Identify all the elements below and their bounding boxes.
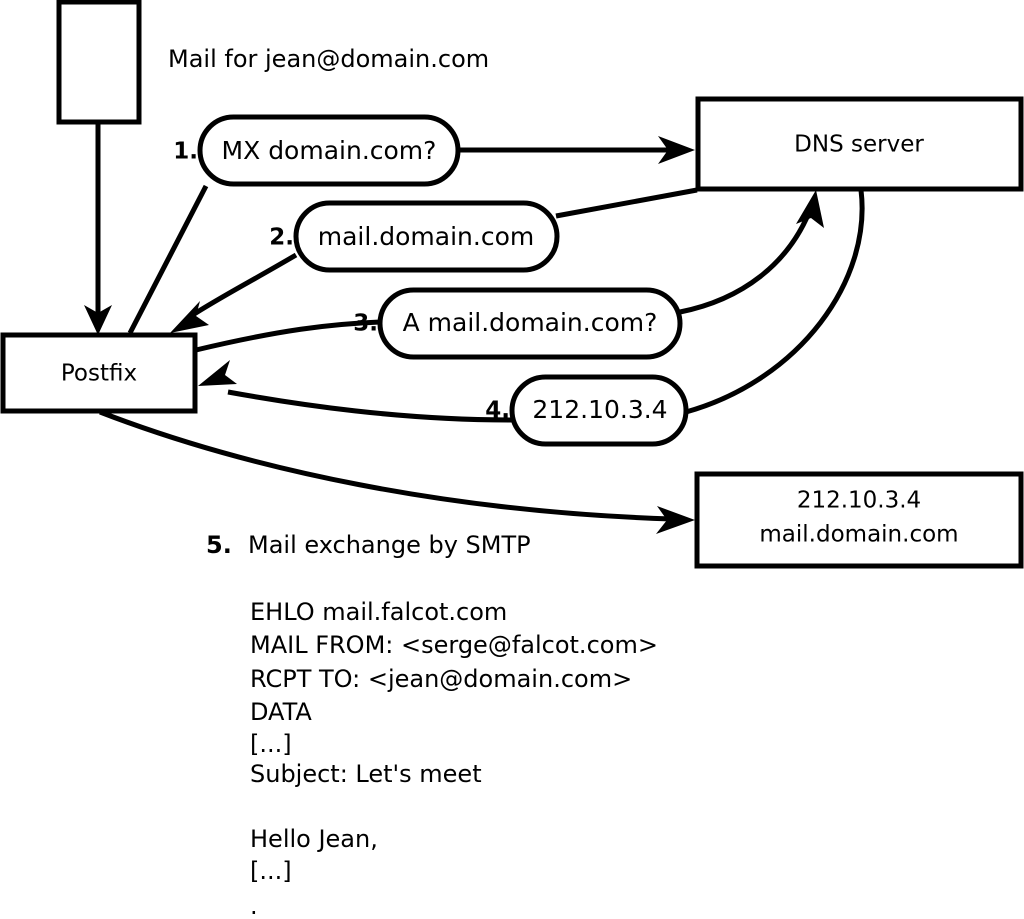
step-5-caption: Mail exchange by SMTP	[248, 531, 531, 559]
step-1-message-label: MX domain.com?	[222, 136, 437, 165]
transcript-line: Hello Jean,	[250, 825, 378, 853]
transcript-line: DATA	[250, 698, 312, 726]
diagram-title: Mail for jean@domain.com	[168, 45, 489, 73]
step-2-message-label: mail.domain.com	[318, 222, 534, 251]
connector-step3-to-dns	[679, 190, 824, 315]
transcript-line: RCPT TO: <jean@domain.com>	[250, 665, 632, 693]
connector-dns-to-step4	[685, 189, 865, 415]
step-4-message: 212.10.3.4	[509, 374, 689, 447]
step-4-number: 4.	[485, 398, 510, 424]
step-5-number: 5.	[206, 531, 232, 559]
dns-server-label: DNS server	[794, 132, 924, 158]
transcript-line: Subject: Let's meet	[250, 760, 482, 788]
step-1-number: 1.	[173, 139, 198, 165]
step-1-message: MX domain.com?	[197, 114, 461, 187]
connector-step1-to-dns	[458, 136, 695, 164]
postfix-node: Postfix	[0, 332, 198, 414]
transcript-line: EHLO mail.falcot.com	[250, 598, 507, 626]
dns-server-node: DNS server	[695, 96, 1024, 192]
step-3-message: A mail.domain.com?	[377, 287, 683, 360]
postfix-label: Postfix	[61, 361, 137, 387]
step-2-number: 2.	[269, 225, 294, 251]
connector-client-to-postfix	[84, 122, 112, 335]
transcript-line: .	[250, 892, 258, 919]
connector-postfix-to-mailserver	[99, 409, 695, 534]
transcript-line: [...]	[250, 730, 292, 758]
connector-step4-to-postfix	[198, 360, 513, 423]
connector-postfix-to-step1	[127, 184, 209, 335]
connector-postfix-to-step3	[195, 319, 381, 353]
mail-server-hostname: mail.domain.com	[759, 522, 958, 548]
mail-server-ip: 212.10.3.4	[797, 488, 921, 514]
step-4-message-label: 212.10.3.4	[532, 395, 667, 424]
step-3-number: 3.	[353, 311, 378, 337]
client-box	[56, 0, 142, 125]
mail-server-node: 212.10.3.4 mail.domain.com	[694, 471, 1024, 569]
connector-dns-to-step2	[555, 187, 698, 219]
connector-step2-to-postfix	[170, 252, 298, 333]
step-2-message: mail.domain.com	[293, 200, 560, 273]
transcript-line: [...]	[250, 857, 292, 885]
step-3-message-label: A mail.domain.com?	[403, 308, 658, 337]
transcript-line: MAIL FROM: <serge@falcot.com>	[250, 631, 658, 659]
